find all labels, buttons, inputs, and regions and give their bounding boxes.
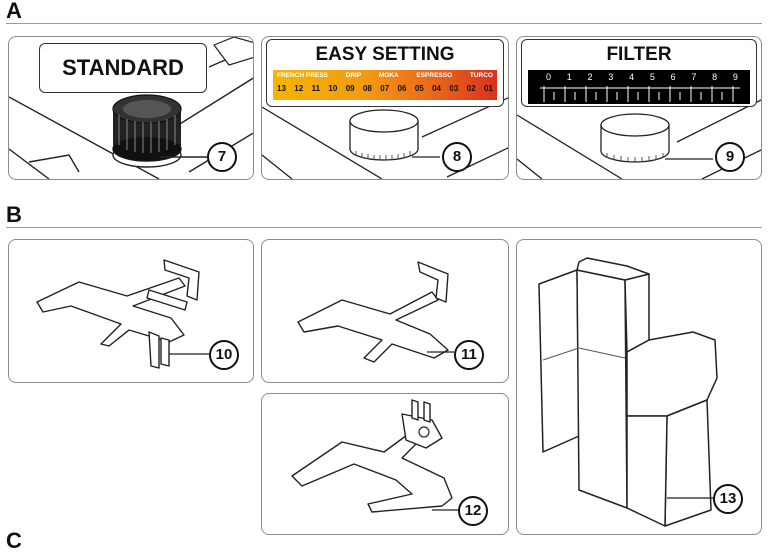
- scale-number: 6: [670, 72, 676, 82]
- scale-number: 2: [587, 72, 593, 82]
- panel-adapter-11: 11: [261, 239, 509, 383]
- filter-title: FILTER: [606, 44, 672, 65]
- filter-scale-numbers: 0 1 2 3 4 5 6 7 8 9: [546, 72, 738, 82]
- panel-easy-setting: EASY SETTING FRENCH PRESS DRIP MOKA ESPR…: [261, 36, 509, 180]
- easy-knob-illustration: [262, 97, 508, 179]
- scale-number: 04: [432, 84, 441, 93]
- callout-10: 10: [209, 340, 239, 370]
- section-a-rule: [6, 23, 762, 24]
- easy-setting-method-names: FRENCH PRESS DRIP MOKA ESPRESSO TURCO: [277, 72, 493, 79]
- method-espresso: ESPRESSO: [416, 72, 453, 79]
- scale-number: 01: [483, 84, 493, 93]
- callout-13: 13: [713, 484, 743, 514]
- callout-7: 7: [207, 142, 237, 172]
- scale-number: 05: [414, 84, 424, 93]
- scale-number: 3: [608, 72, 614, 82]
- method-moka: MOKA: [378, 72, 399, 79]
- scale-number: 07: [380, 84, 390, 93]
- scale-number: 08: [362, 84, 372, 93]
- filter-ruler-ticks: [540, 86, 740, 102]
- section-b-letter: B: [6, 202, 22, 227]
- scale-number: 8: [712, 72, 718, 82]
- scale-number: 06: [397, 84, 407, 93]
- scale-number: 10: [328, 84, 338, 93]
- container-13-illustration: [538, 257, 718, 527]
- scale-number: 03: [449, 84, 459, 93]
- method-turco: TURCO: [469, 72, 493, 79]
- adapter-10-illustration: [36, 259, 209, 369]
- easy-setting-gradient-scale: FRENCH PRESS DRIP MOKA ESPRESSO TURCO 13…: [273, 70, 497, 100]
- easy-setting-title: EASY SETTING: [315, 44, 455, 65]
- panel-filter: FILTER 0 1 2 3 4 5 6 7 8 9: [516, 36, 762, 180]
- easy-setting-numbers: 13 12 11 10 09 08 07 06 05 04 03 02 01: [277, 84, 493, 93]
- filter-label: FILTER 0 1 2 3 4 5 6 7 8 9: [521, 39, 757, 107]
- scale-number: 09: [345, 84, 355, 93]
- panel-container-13: 13: [516, 239, 762, 535]
- scale-number: 1: [566, 72, 572, 82]
- scale-number: 9: [732, 72, 738, 82]
- adapter-12-illustration: [291, 399, 458, 513]
- scale-number: 4: [629, 72, 635, 82]
- scale-number: 0: [546, 72, 552, 82]
- callout-11: 11: [454, 340, 484, 370]
- section-b-rule: [6, 227, 762, 228]
- filter-knob-illustration: [517, 99, 761, 179]
- method-french-press: FRENCH PRESS: [277, 72, 328, 79]
- scale-number: 02: [466, 84, 476, 93]
- adapter-11-illustration: [297, 261, 454, 363]
- callout-8: 8: [442, 142, 472, 172]
- callout-12: 12: [458, 496, 488, 526]
- easy-setting-label: EASY SETTING FRENCH PRESS DRIP MOKA ESPR…: [266, 39, 504, 107]
- standard-label: STANDARD: [39, 43, 207, 93]
- panel-standard-grind: STANDARD 7: [8, 36, 254, 180]
- scale-number: 7: [691, 72, 697, 82]
- section-c-letter: C: [6, 528, 22, 553]
- method-drip: DRIP: [345, 72, 362, 79]
- filter-scale: 0 1 2 3 4 5 6 7 8 9: [528, 70, 750, 104]
- section-a-letter: A: [6, 0, 22, 23]
- scale-number: 5: [649, 72, 655, 82]
- standard-knob-illustration: [9, 37, 253, 179]
- scale-number: 11: [311, 84, 321, 93]
- panel-adapter-10: 10: [8, 239, 254, 383]
- scale-number: 12: [294, 84, 304, 93]
- callout-9: 9: [715, 142, 745, 172]
- scale-number: 13: [277, 84, 286, 93]
- panel-adapter-12: 12: [261, 393, 509, 535]
